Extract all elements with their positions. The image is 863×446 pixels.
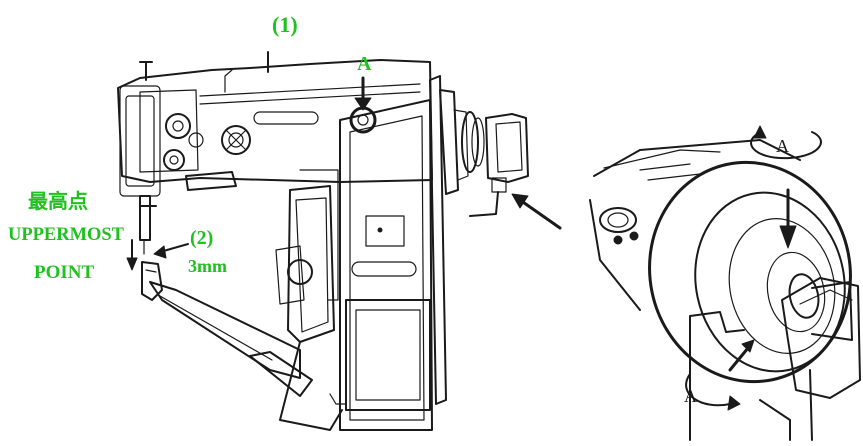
uppermost-point-chinese: 最高点 — [28, 189, 88, 213]
handwheel-closeup-illustration — [589, 125, 861, 441]
label-a-right-bottom: A — [684, 386, 697, 406]
sewing-machine-illustration — [117, 51, 562, 431]
figure-number-2: (2) — [190, 227, 213, 249]
distance-3mm: 3mm — [188, 256, 227, 276]
uppermost-point-english-1: UPPERMOST — [8, 224, 124, 245]
label-a-right-top: A — [776, 136, 789, 156]
figure-number-1: (1) — [272, 12, 298, 37]
uppermost-point-english-2: POINT — [34, 262, 95, 283]
label-a-top: A — [357, 53, 372, 75]
